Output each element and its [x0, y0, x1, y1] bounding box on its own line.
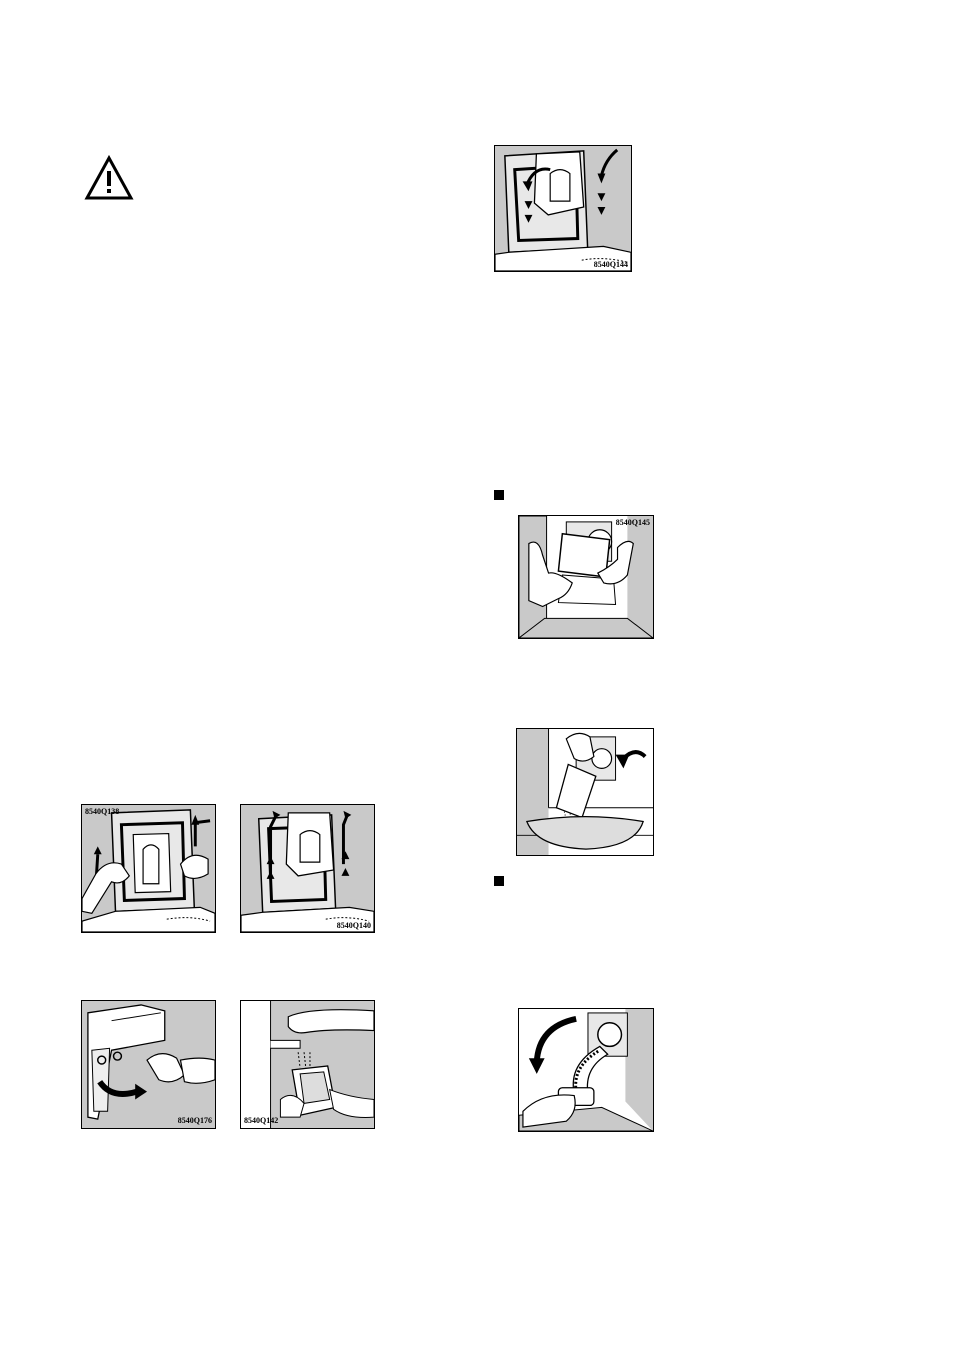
figure-drain-water-into-bowl [516, 728, 654, 856]
figure-code: 8540Q138 [85, 807, 119, 816]
square-bullet-icon [494, 490, 504, 500]
figure-unscrew-filter [518, 1008, 654, 1132]
figure-remove-dispenser-frame: 8540Q138 [81, 804, 216, 933]
figure-code: 8540Q142 [244, 1116, 278, 1125]
figure-open-pump-cover: 8540Q145 [518, 515, 654, 639]
figure-code: 8540Q145 [616, 518, 650, 527]
figure-lift-dispenser-out: 8540Q140 [240, 804, 375, 933]
figure-code: 8540Q176 [178, 1116, 212, 1125]
square-bullet-icon [494, 876, 504, 886]
figure-code: 8540Q144 [594, 260, 628, 269]
figure-rinse-dispenser: 8540Q142 [240, 1000, 375, 1129]
warning-triangle-icon [84, 155, 134, 201]
figure-code: 8540Q140 [337, 921, 371, 930]
figure-remove-siphon: 8540Q176 [81, 1000, 216, 1129]
figure-insert-dispenser: 8540Q144 [494, 145, 632, 272]
